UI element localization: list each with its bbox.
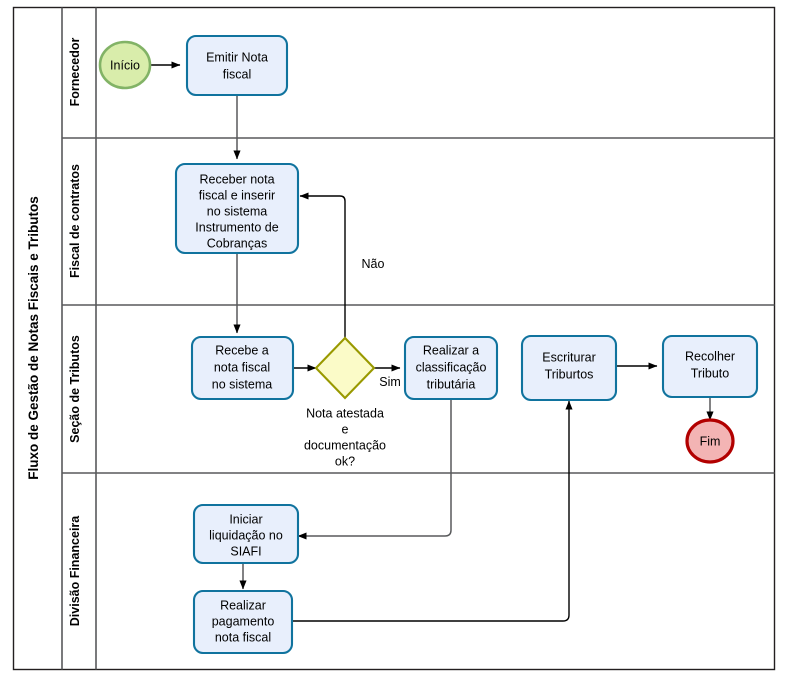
start-event-shape bbox=[98, 40, 152, 90]
edge-gateway-to-receber-nao bbox=[299, 192, 346, 338]
node-label-receber-line-4: Instrumento de bbox=[195, 220, 278, 234]
task-shape bbox=[403, 335, 499, 401]
node-label-receber-line-1: Receber nota bbox=[199, 172, 274, 186]
pool-frame bbox=[12, 6, 776, 671]
lane-label-secao-de-tributos: Seção de Tributos bbox=[68, 335, 82, 443]
node-label-fim: Fim bbox=[700, 434, 721, 448]
edge-label-sim: Sim bbox=[379, 375, 401, 389]
task-shape bbox=[520, 334, 618, 402]
node-inicio[interactable]: Início bbox=[98, 40, 152, 90]
node-label-recolher-line-1: Recolher bbox=[685, 349, 735, 363]
node-escriturar-triburtos[interactable]: Escriturar Triburtos bbox=[520, 334, 618, 402]
node-iniciar-liquidacao-siafi[interactable]: Iniciar liquidação no SIAFI bbox=[192, 503, 300, 565]
node-label-classificar-line-2: classificação bbox=[416, 360, 487, 374]
node-label-escriturar-line-2: Triburtos bbox=[545, 367, 594, 381]
node-label-liquidar-line-3: SIAFI bbox=[230, 544, 261, 558]
edge-pagar-to-escriturar bbox=[292, 400, 573, 622]
node-recebe-nota-fiscal-no-sistema[interactable]: Recebe a nota fiscal no sistema bbox=[190, 335, 295, 401]
edge-classificar-to-liquidar bbox=[297, 398, 452, 540]
lane-label-fornecedor: Fornecedor bbox=[68, 37, 82, 106]
task-shape bbox=[185, 34, 289, 97]
node-label-gateway-line-4: ok? bbox=[335, 454, 355, 468]
task-shape bbox=[190, 335, 295, 401]
node-label-pagar-line-1: Realizar bbox=[220, 598, 266, 612]
node-label-emitir-line-2: fiscal bbox=[223, 67, 251, 81]
node-gateway-nota-atestada[interactable]: Nota atestada e documentação ok? bbox=[304, 336, 386, 468]
task-shape bbox=[661, 334, 759, 399]
node-label-recebe-line-2: nota fiscal bbox=[214, 360, 270, 374]
node-label-liquidar-line-1: Iniciar bbox=[229, 512, 262, 526]
node-label-recebe-line-3: no sistema bbox=[212, 377, 272, 391]
node-emitir-nota-fiscal[interactable]: Emitir Nota fiscal bbox=[185, 34, 289, 97]
node-label-classificar-line-1: Realizar a bbox=[423, 343, 479, 357]
node-recolher-tributo[interactable]: Recolher Tributo bbox=[661, 334, 759, 399]
node-label-escriturar-line-1: Escriturar bbox=[542, 350, 595, 364]
task-shape bbox=[192, 503, 300, 565]
node-label-pagar-line-2: pagamento bbox=[212, 614, 275, 628]
end-event-shape bbox=[685, 418, 735, 464]
edge-label-nao: Não bbox=[362, 257, 385, 271]
node-fim[interactable]: Fim bbox=[685, 418, 735, 464]
node-realizar-classificacao-tributaria[interactable]: Realizar a classificação tributária bbox=[403, 335, 499, 401]
node-label-pagar-line-3: nota fiscal bbox=[215, 630, 271, 644]
node-label-emitir-line-1: Emitir Nota bbox=[206, 50, 268, 64]
node-label-recolher-line-2: Tributo bbox=[691, 366, 729, 380]
node-label-recebe-line-1: Recebe a bbox=[215, 343, 269, 357]
node-label-receber-line-3: no sistema bbox=[207, 204, 267, 218]
node-label-classificar-line-3: tributária bbox=[427, 377, 476, 391]
node-label-gateway-line-3: documentação bbox=[304, 438, 386, 452]
lane-label-divisao-financeira: Divisão Financeira bbox=[68, 515, 82, 627]
node-label-gateway-line-1: Nota atestada bbox=[306, 406, 384, 420]
node-realizar-pagamento-nota-fiscal[interactable]: Realizar pagamento nota fiscal bbox=[192, 589, 294, 655]
connectors bbox=[150, 61, 714, 622]
task-shape bbox=[174, 162, 300, 255]
node-receber-nota-fiscal[interactable]: Receber nota fiscal e inserir no sistema… bbox=[174, 162, 300, 255]
node-label-receber-line-2: fiscal e inserir bbox=[199, 188, 275, 202]
gateway-shape bbox=[314, 336, 376, 400]
task-shape bbox=[192, 589, 294, 655]
node-label-gateway-line-2: e bbox=[342, 422, 349, 436]
node-label-inicio: Início bbox=[110, 58, 140, 72]
lane-label-fiscal-de-contratos: Fiscal de contratos bbox=[68, 164, 82, 278]
node-label-receber-line-5: Cobranças bbox=[207, 236, 267, 250]
pool-title: Fluxo de Gestão de Notas Fiscais e Tribu… bbox=[26, 196, 41, 480]
node-label-liquidar-line-2: liquidação no bbox=[209, 528, 283, 542]
